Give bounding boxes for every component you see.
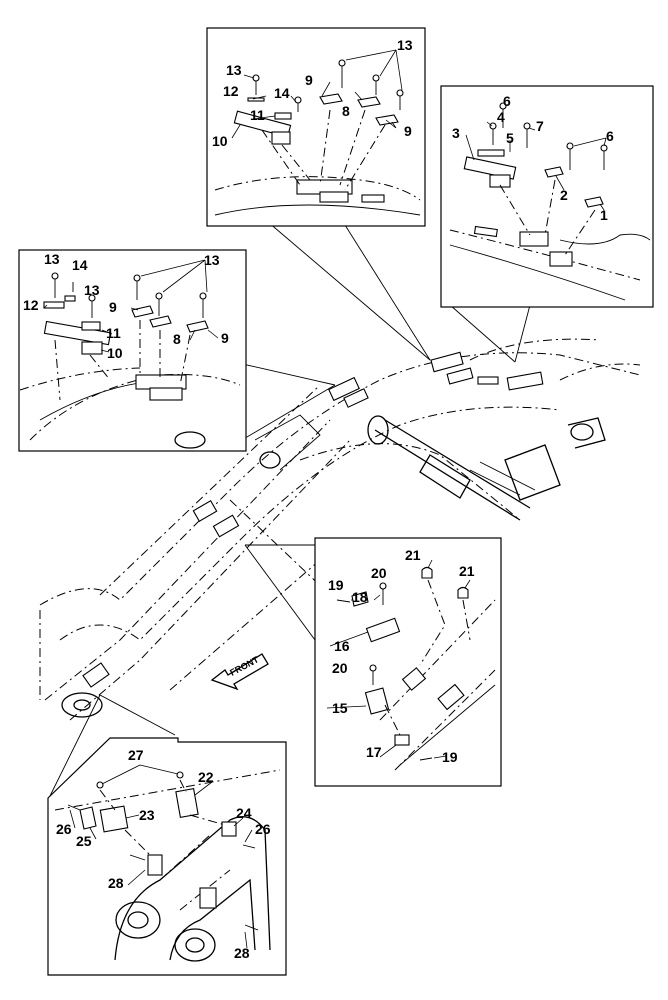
inset-top-right: 6 4 7 6 3 5 2 1: [440, 85, 654, 308]
callout-12: 12: [223, 83, 239, 99]
inset-top-center: 13 13 12 14 9 8 11 10 9: [206, 27, 426, 227]
front-arrow: FRONT: [210, 653, 269, 691]
callout-8: 8: [342, 103, 350, 119]
callout-21: 21: [405, 547, 421, 563]
inset-left: 13 14 13 13 12 9 11 8 9 10: [18, 249, 247, 452]
callout-4: 4: [497, 109, 505, 125]
callout-7: 7: [536, 118, 544, 134]
callout-15: 15: [332, 700, 348, 716]
callout-25: 25: [76, 833, 92, 849]
callout-19: 19: [442, 749, 458, 765]
callout-13: 13: [44, 251, 60, 267]
callout-17: 17: [366, 744, 382, 760]
callout-9: 9: [109, 299, 117, 315]
callout-8: 8: [173, 331, 181, 347]
callout-20: 20: [332, 660, 348, 676]
callout-27: 27: [128, 747, 144, 763]
callout-21: 21: [459, 563, 475, 579]
callout-13: 13: [397, 37, 413, 53]
inset-bottom-left: 27 22 23 24 26 26 25 28 28: [47, 737, 287, 976]
callout-13: 13: [204, 252, 220, 268]
callout-10: 10: [212, 133, 228, 149]
callout-19: 19: [328, 577, 344, 593]
callout-6: 6: [606, 128, 614, 144]
callout-10: 10: [107, 345, 123, 361]
callout-26: 26: [255, 821, 271, 837]
callout-2: 2: [560, 187, 568, 203]
callout-14: 14: [274, 85, 290, 101]
callout-23: 23: [139, 807, 155, 823]
callout-14: 14: [72, 257, 88, 273]
callout-13: 13: [226, 62, 242, 78]
callout-16: 16: [334, 638, 350, 654]
callout-11: 11: [250, 107, 265, 123]
callout-12: 12: [23, 297, 39, 313]
front-label: FRONT: [228, 654, 261, 678]
inset-mid-right: 21 21 20 19 18 16 20 15 17 19: [314, 537, 502, 787]
callout-5: 5: [506, 130, 514, 146]
callout-11: 11: [106, 325, 121, 341]
callout-18: 18: [352, 589, 368, 605]
callout-3: 3: [452, 125, 460, 141]
callout-24: 24: [236, 805, 252, 821]
callout-20: 20: [371, 565, 387, 581]
callout-28: 28: [108, 875, 124, 891]
inset-pointer-lines: [47, 221, 531, 801]
callout-1: 1: [600, 207, 608, 223]
callout-9: 9: [404, 123, 412, 139]
callout-22: 22: [198, 769, 214, 785]
callout-26: 26: [56, 821, 72, 837]
callout-28: 28: [234, 945, 250, 961]
callout-9: 9: [221, 330, 229, 346]
callout-13: 13: [84, 282, 100, 298]
callout-6: 6: [503, 93, 511, 109]
callout-9: 9: [305, 72, 313, 88]
